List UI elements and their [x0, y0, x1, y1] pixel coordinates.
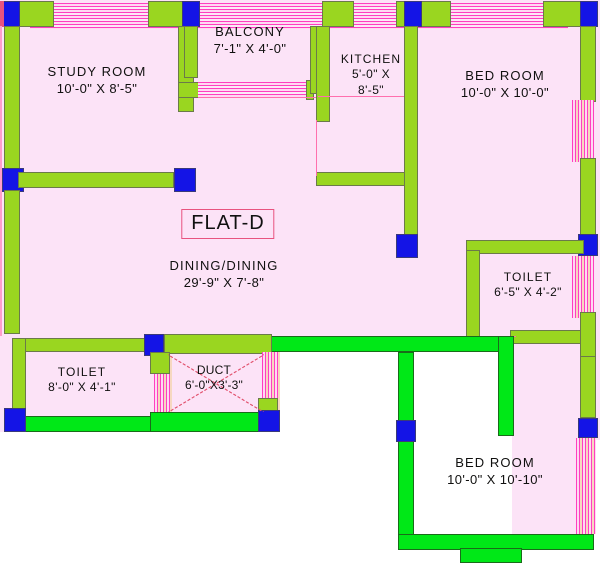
label-balcony-name: BALCONY: [215, 24, 285, 39]
flat-tag: FLAT-D: [181, 209, 275, 239]
column-top-kitchen-left: [404, 1, 422, 27]
label-dining-dimensions: 29'-9" X 7'-8": [183, 274, 265, 290]
column-study-bottom-right: [174, 168, 196, 192]
label-dining-name: DINING/DINING: [169, 258, 279, 273]
wall-bedroom2-right-upper: [580, 356, 596, 418]
wall-study-bottom: [18, 172, 174, 188]
edge-kitchen-upper: [318, 96, 418, 97]
label-bed-room-1-dimensions: 10'-0" X 10'-0": [460, 84, 550, 100]
wall-center-spine: [404, 26, 418, 240]
label-bed-room-1-name: BED ROOM: [465, 68, 545, 83]
wall-toilet-right-bottom: [510, 330, 586, 344]
column-bedroom2-top-left: [396, 420, 416, 442]
label-toilet-left-name: TOILET: [57, 365, 107, 379]
label-kitchen-dimensions-line1: 5'-0" X: [351, 67, 391, 82]
wall-balcony-left: [184, 26, 198, 78]
wall-dining-bottom-center: [262, 336, 514, 352]
wall-duct-bottom: [150, 412, 270, 432]
window-top-balcony: [193, 3, 333, 29]
wall-left-exterior-lower: [4, 190, 20, 334]
label-study-room-name: STUDY ROOM: [47, 64, 147, 79]
wall-top-study-right: [148, 1, 184, 27]
exterior-void-center: [262, 345, 512, 563]
edge-kitchen-left: [316, 120, 317, 176]
edge-balcony-bottom: [198, 97, 318, 98]
label-toilet-right: TOILET 6'-5" X 4'-2": [494, 270, 562, 301]
wall-kitchen-left: [316, 26, 330, 122]
window-toilet-right: [572, 256, 594, 318]
wall-top-balcony-right: [322, 1, 354, 27]
wall-duct-top: [164, 334, 272, 354]
window-duct-right: [262, 352, 280, 410]
wall-duct-left-nub: [150, 352, 170, 374]
label-duct: DUCT 6'-0"X3'-3": [185, 363, 243, 394]
column-top-balcony-left: [182, 1, 200, 27]
wall-bedroom1-bottom: [466, 240, 584, 254]
label-bed-room-2-dimensions: 10'-0" X 10'-10": [447, 471, 543, 487]
wall-courtyard-right-vertical: [498, 336, 514, 436]
label-balcony: BALCONY 7'-1" X 4'-0": [214, 24, 287, 57]
wall-bedroom1-right-lower: [580, 158, 596, 236]
floor-slab-upper: [0, 0, 600, 340]
window-bedroom2-right: [576, 438, 596, 534]
column-top-right: [580, 1, 598, 27]
column-toilet-left-bottom: [4, 408, 26, 432]
label-toilet-right-name: TOILET: [503, 270, 553, 284]
label-bed-room-1: BED ROOM 10'-0" X 10'-0": [461, 68, 549, 101]
column-top-left: [2, 1, 20, 27]
label-study-room: STUDY ROOM 10'-0" X 8'-5": [48, 64, 147, 97]
label-balcony-dimensions: 7'-1" X 4'-0": [213, 40, 287, 56]
wall-left-exterior-upper: [4, 26, 20, 174]
label-kitchen: KITCHEN 5'-0" X 8'-5": [341, 52, 401, 98]
exterior-void-bottom-left: [0, 432, 270, 563]
label-kitchen-dimensions-line2: 8'-5": [358, 82, 384, 97]
label-bed-room-2: BED ROOM 10'-0" X 10'-10": [447, 455, 543, 488]
wall-kitchen-bottom: [316, 172, 412, 186]
wall-bedroom2-left: [398, 352, 414, 548]
label-study-room-dimensions: 10'-0" X 8'-5": [56, 80, 138, 96]
trim-top-left-red: [0, 1, 4, 27]
label-duct-dimensions: 6'-0"X3'-3": [185, 378, 243, 393]
label-duct-name: DUCT: [196, 363, 232, 377]
window-bedroom1-right: [572, 100, 594, 162]
wall-toilet-right-left: [466, 250, 480, 342]
label-dining: DINING/DINING 29'-9" X 7'-8": [170, 258, 279, 291]
label-toilet-left-dimensions: 8'-0" X 4'-1": [48, 380, 116, 395]
column-duct-bottom-right: [258, 410, 280, 432]
column-bedroom2-right: [578, 418, 598, 438]
label-kitchen-name: KITCHEN: [340, 52, 402, 66]
column-center-spine-bottom: [396, 234, 418, 258]
trim-left-edge: [0, 26, 2, 336]
wall-bedroom1-right-upper: [580, 26, 596, 102]
label-toilet-right-dimensions: 6'-5" X 4'-2": [494, 285, 562, 300]
wall-top-bedroom-right: [543, 1, 583, 27]
wall-bedroom2-bottom-notch: [460, 548, 522, 563]
label-bed-room-2-name: BED ROOM: [455, 455, 535, 470]
wall-top-left-stub: [18, 1, 54, 27]
wall-toilet-left-top: [12, 338, 152, 352]
label-toilet-left: TOILET 8'-0" X 4'-1": [48, 365, 116, 396]
window-balcony-sliding-door: [198, 82, 308, 98]
